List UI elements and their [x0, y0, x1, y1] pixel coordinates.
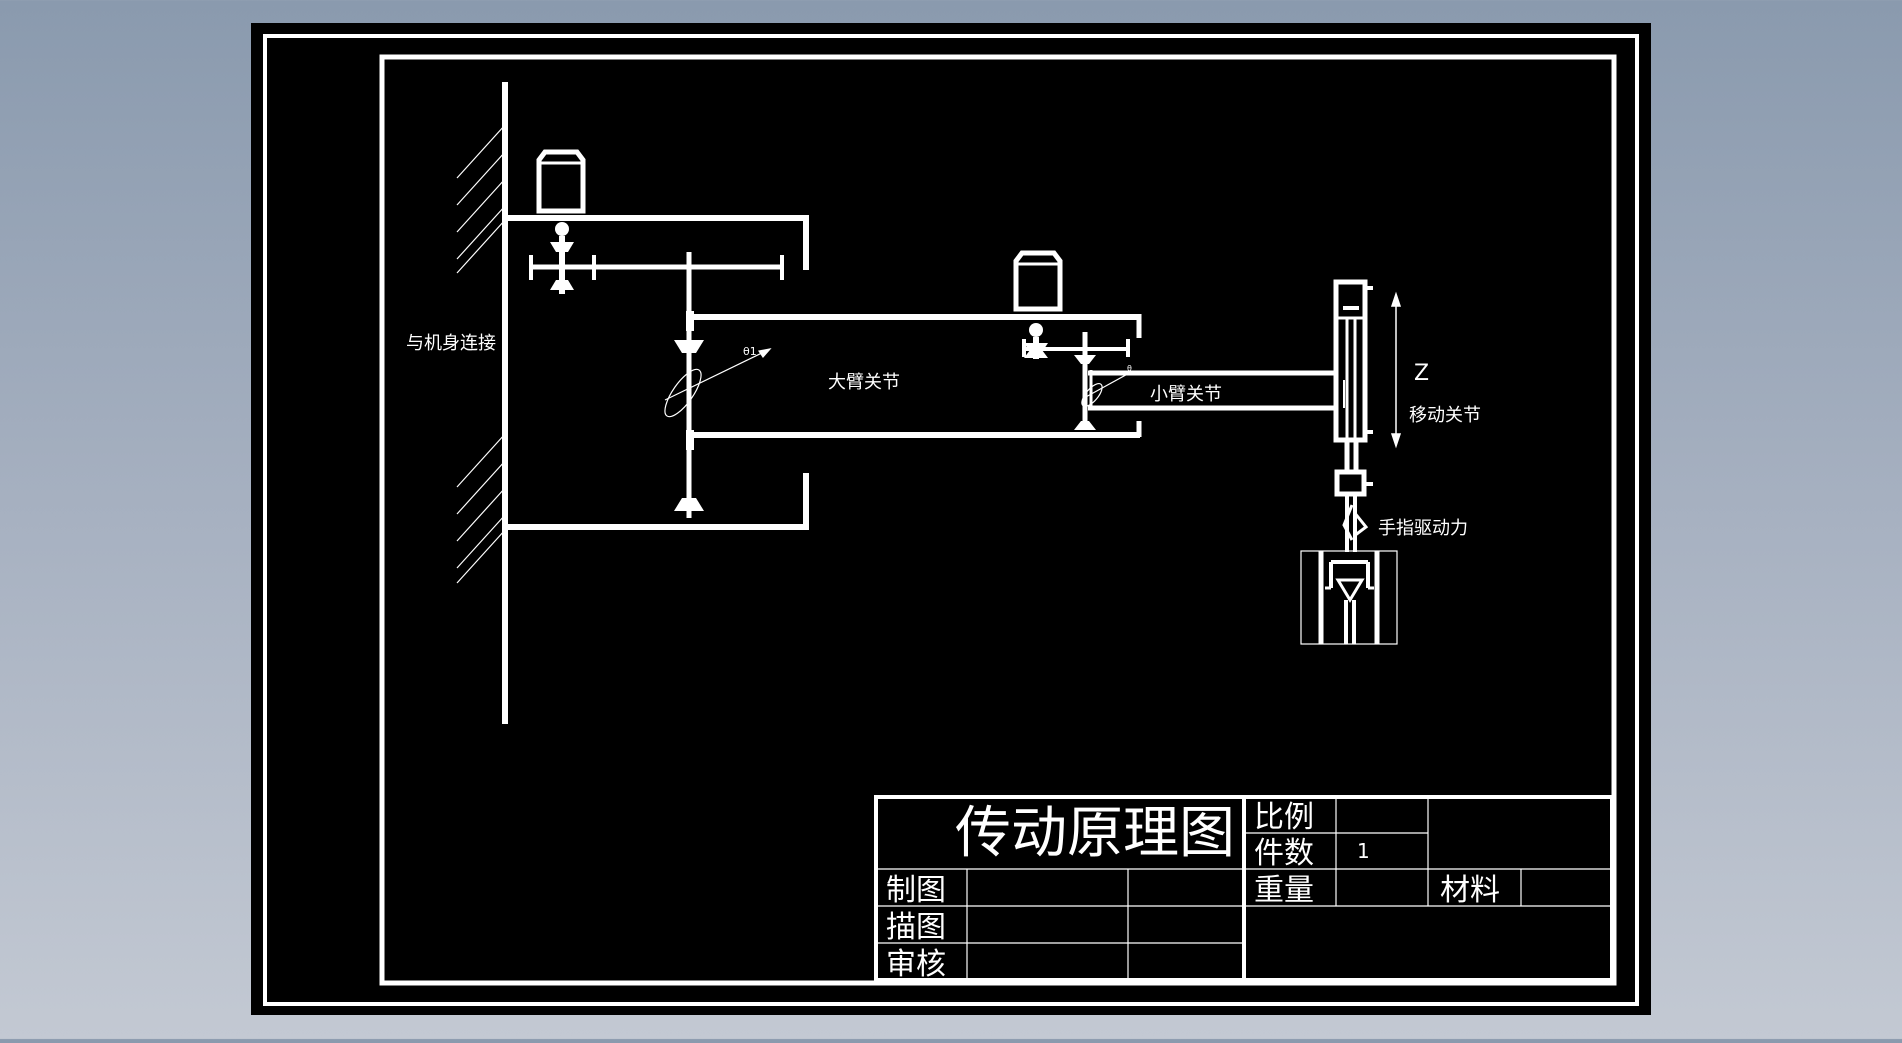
material-label: 材料 [1440, 873, 1500, 908]
theta1-rotation-symbol [664, 348, 772, 418]
drawing-title: 传动原理图 [955, 801, 1235, 866]
traced-by-label: 描图 [886, 910, 946, 945]
theta2-label: θ [1127, 364, 1132, 373]
base-bracket-bottom [505, 473, 809, 530]
gripper [1300, 469, 1398, 645]
drawing-sheet [251, 23, 1651, 1015]
wall-hatching [456, 124, 506, 584]
drawn-by-label: 制图 [886, 873, 946, 908]
finger-drive-label: 手指驱动力 [1378, 518, 1468, 539]
inner-border [379, 54, 1617, 986]
outer-border [263, 34, 1639, 1006]
quantity-label: 件数 [1254, 836, 1314, 871]
moving-joint-label: 移动关节 [1409, 405, 1481, 426]
weight-label: 重量 [1254, 873, 1314, 908]
big-arm-joint-label: 大臂关节 [828, 372, 900, 393]
theta2-rotation-symbol [1081, 370, 1134, 407]
motor-1 [536, 149, 586, 214]
bearing-2 [1074, 355, 1096, 430]
quantity-value: 1 [1357, 839, 1370, 863]
title-block [874, 795, 1614, 982]
small-arm-joint-label: 小臂关节 [1150, 384, 1222, 405]
theta1-label: θ1 [743, 345, 757, 358]
bearing-1 [674, 311, 704, 511]
checked-by-label: 审核 [886, 947, 946, 982]
base-bracket-top [505, 215, 809, 270]
motor-2 [1013, 250, 1063, 312]
body-connection-label: 与机身连接 [406, 333, 496, 354]
scale-label: 比例 [1254, 800, 1314, 835]
z-axis-arrow [1390, 291, 1402, 449]
prismatic-joint [1333, 279, 1373, 443]
z-axis-label: Z [1414, 361, 1429, 386]
